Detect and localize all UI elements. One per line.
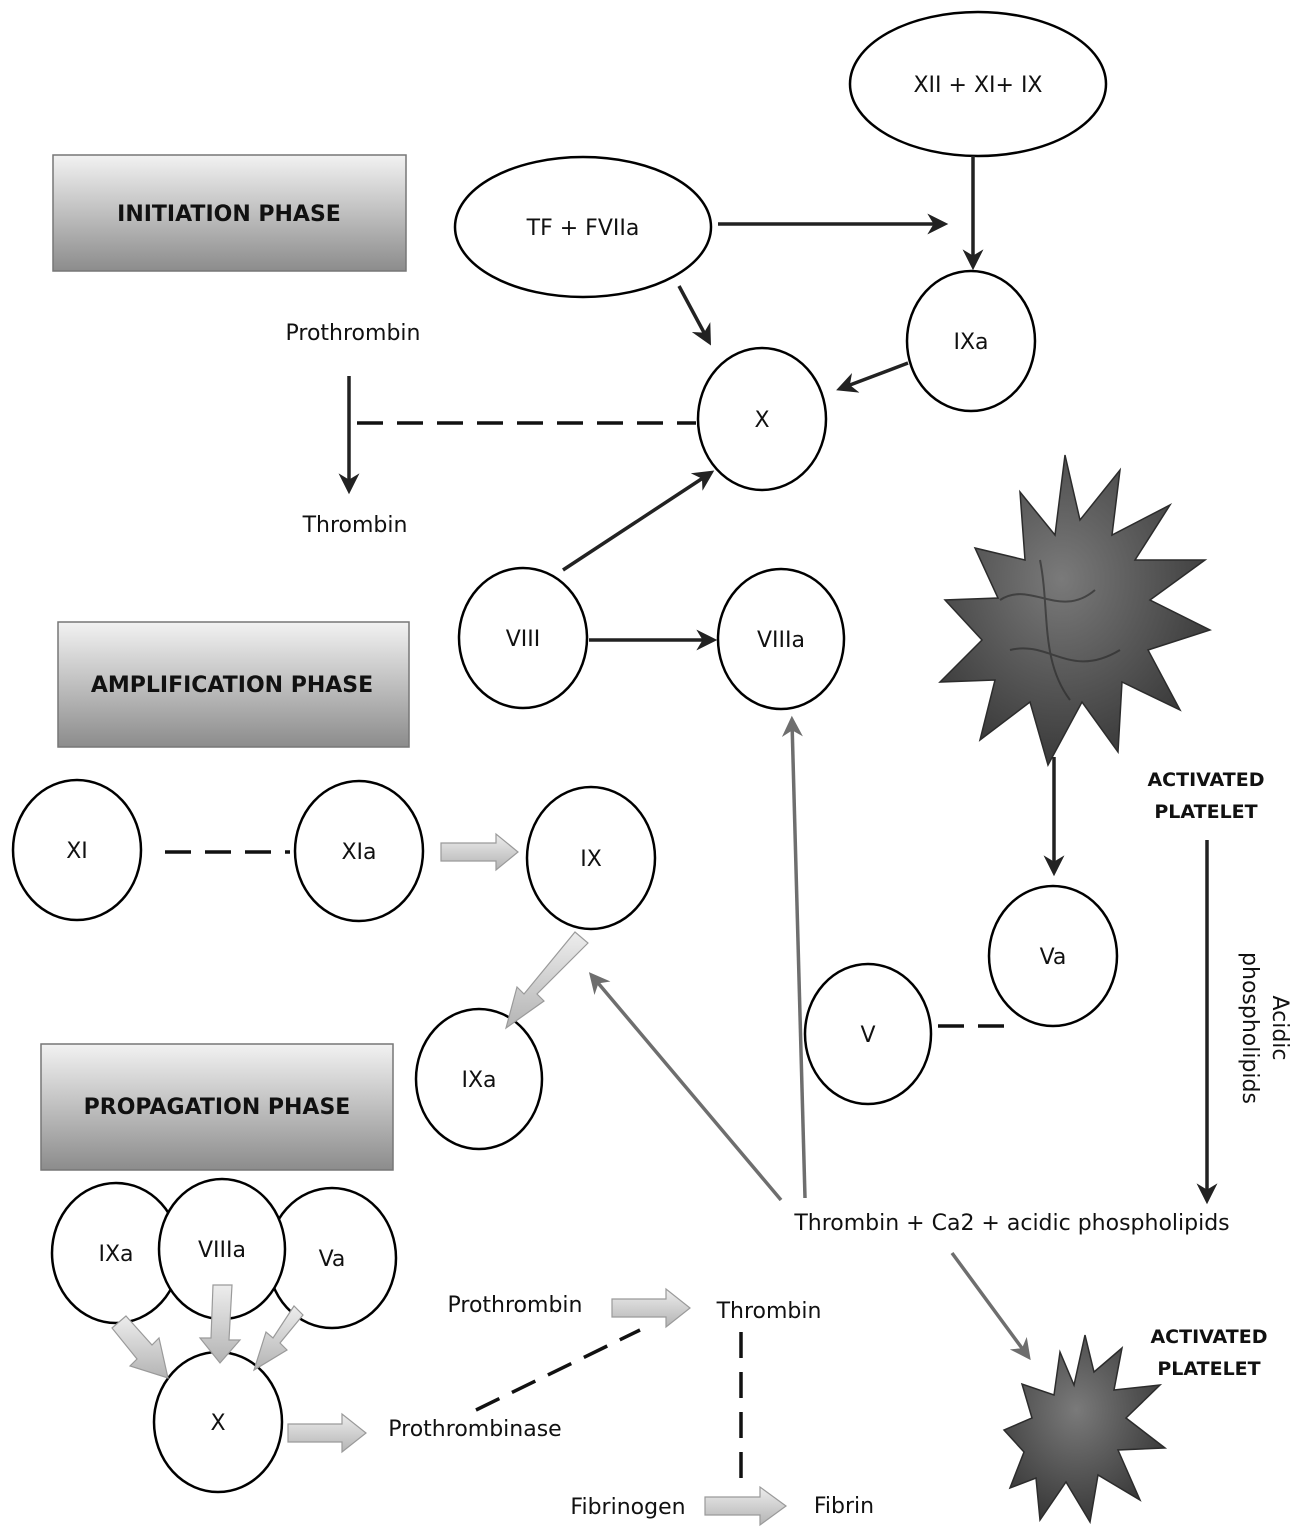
block-arrow-ixa-to-x bbox=[111, 1315, 169, 1379]
node-ix: IX bbox=[525, 785, 657, 931]
node-v: V bbox=[803, 962, 933, 1106]
svg-text:X: X bbox=[210, 1411, 225, 1436]
arrow-thrombin-to-viiia bbox=[781, 715, 807, 1199]
block-arrow-ix-to-ixa bbox=[504, 931, 589, 1030]
svg-text:VIIIa: VIIIa bbox=[198, 1238, 246, 1263]
svg-text:Va: Va bbox=[1040, 945, 1067, 970]
thrombin-label-initiation: Thrombin bbox=[302, 513, 408, 538]
svg-text:XII + XI+ IX: XII + XI+ IX bbox=[913, 73, 1042, 98]
svg-text:V: V bbox=[860, 1023, 875, 1048]
node-ixa-initiation: IXa bbox=[905, 269, 1037, 413]
acidic-label: Acidic bbox=[1267, 995, 1292, 1060]
block-arrow-fibrinogen-to-fibrin bbox=[704, 1485, 788, 1527]
activated-platelet-small-label-line2: PLATELET bbox=[1157, 1358, 1260, 1380]
propagation-phase-label: PROPAGATION PHASE bbox=[84, 1095, 351, 1120]
svg-text:X: X bbox=[754, 408, 769, 433]
arrow-thrombin-to-ix bbox=[588, 972, 783, 1202]
svg-text:VIIIa: VIIIa bbox=[757, 628, 805, 653]
activated-platelet-image-large bbox=[938, 454, 1212, 767]
fibrin-label: Fibrin bbox=[814, 1494, 874, 1519]
amplification-phase-box: AMPLIFICATION PHASE bbox=[57, 621, 410, 748]
arrow-viii-to-x bbox=[562, 470, 715, 572]
arrow-tf-to-x bbox=[677, 285, 711, 346]
node-va-propagation: Va bbox=[266, 1186, 398, 1330]
node-xia: XIa bbox=[293, 779, 425, 923]
block-arrow-va-to-x bbox=[252, 1305, 304, 1372]
node-x-propagation: X bbox=[152, 1350, 284, 1494]
prothrombin-label-initiation: Prothrombin bbox=[286, 321, 421, 346]
svg-text:IX: IX bbox=[580, 847, 602, 872]
thrombin-label-propagation: Thrombin bbox=[716, 1299, 822, 1324]
svg-text:VIII: VIII bbox=[506, 627, 541, 652]
node-viiia: VIIIa bbox=[716, 567, 846, 711]
dash-prothrombinase-to-thrombin bbox=[475, 1328, 641, 1412]
initiation-phase-box: INITIATION PHASE bbox=[52, 154, 407, 272]
node-tf-fviia: TF + FVIIa bbox=[453, 155, 713, 299]
svg-text:IXa: IXa bbox=[953, 330, 988, 355]
arrow-ixa-to-x bbox=[836, 361, 909, 393]
prothrombin-label-propagation: Prothrombin bbox=[448, 1293, 583, 1318]
node-x-initiation: X bbox=[696, 346, 828, 492]
fibrinogen-label: Fibrinogen bbox=[570, 1495, 685, 1520]
block-arrow-prothrombin-to-thrombin bbox=[611, 1287, 691, 1329]
svg-text:IXa: IXa bbox=[98, 1242, 133, 1267]
prothrombinase-label: Prothrombinase bbox=[388, 1417, 561, 1442]
propagation-phase-box: PROPAGATION PHASE bbox=[40, 1043, 394, 1171]
svg-text:XI: XI bbox=[66, 839, 88, 864]
activated-platelet-label-line1: ACTIVATED bbox=[1147, 769, 1264, 791]
thrombin-complex-label: Thrombin + Ca2 + acidic phospholipids bbox=[793, 1211, 1229, 1236]
node-xii-xi-ix: XII + XI+ IX bbox=[848, 10, 1108, 158]
arrow-thrombin-to-platelet bbox=[950, 1251, 1031, 1361]
svg-text:TF + FVIIa: TF + FVIIa bbox=[526, 216, 640, 241]
activated-platelet-small-label-line1: ACTIVATED bbox=[1150, 1326, 1267, 1348]
node-va-amplification: Va bbox=[987, 884, 1119, 1028]
phospholipids-label: phospholipids bbox=[1237, 952, 1262, 1104]
node-viiia-propagation: VIIIa bbox=[157, 1177, 287, 1321]
block-arrow-viiia-to-x bbox=[198, 1284, 242, 1364]
acidic-phospholipids-label: Acidic phospholipids bbox=[1237, 952, 1292, 1104]
block-arrow-xia-to-ix bbox=[440, 832, 519, 872]
svg-text:Va: Va bbox=[319, 1247, 346, 1272]
node-xi: XI bbox=[11, 778, 143, 922]
svg-text:IXa: IXa bbox=[461, 1068, 496, 1093]
svg-text:XIa: XIa bbox=[341, 840, 376, 865]
node-ixa-amplification: IXa bbox=[414, 1007, 544, 1151]
node-viii: VIII bbox=[457, 566, 589, 710]
activated-platelet-label-line2: PLATELET bbox=[1154, 801, 1257, 823]
initiation-phase-label: INITIATION PHASE bbox=[117, 202, 341, 227]
activated-platelet-image-small bbox=[1002, 1334, 1168, 1525]
amplification-phase-label: AMPLIFICATION PHASE bbox=[91, 673, 373, 698]
block-arrow-x-to-prothrombinase bbox=[287, 1412, 367, 1454]
